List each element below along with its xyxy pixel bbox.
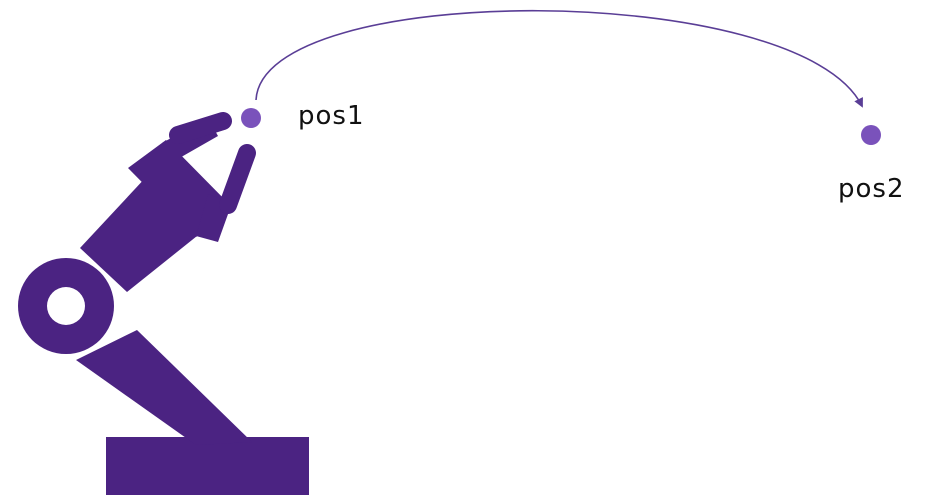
robot-arm-icon [18,112,309,495]
waypoint-pos2 [861,125,881,145]
robot-lower-arm [76,330,252,445]
waypoint-pos1 [241,108,261,128]
waypoint-label-pos1: pos1 [298,101,365,131]
robot-base [106,437,309,495]
waypoint-label-pos2: pos2 [838,174,905,204]
trajectory-arc [255,9,863,108]
robot-shoulder-hole [47,287,85,325]
robot-gripper-upper-finger [169,112,232,144]
robot-gripper-lower-finger [219,144,256,214]
